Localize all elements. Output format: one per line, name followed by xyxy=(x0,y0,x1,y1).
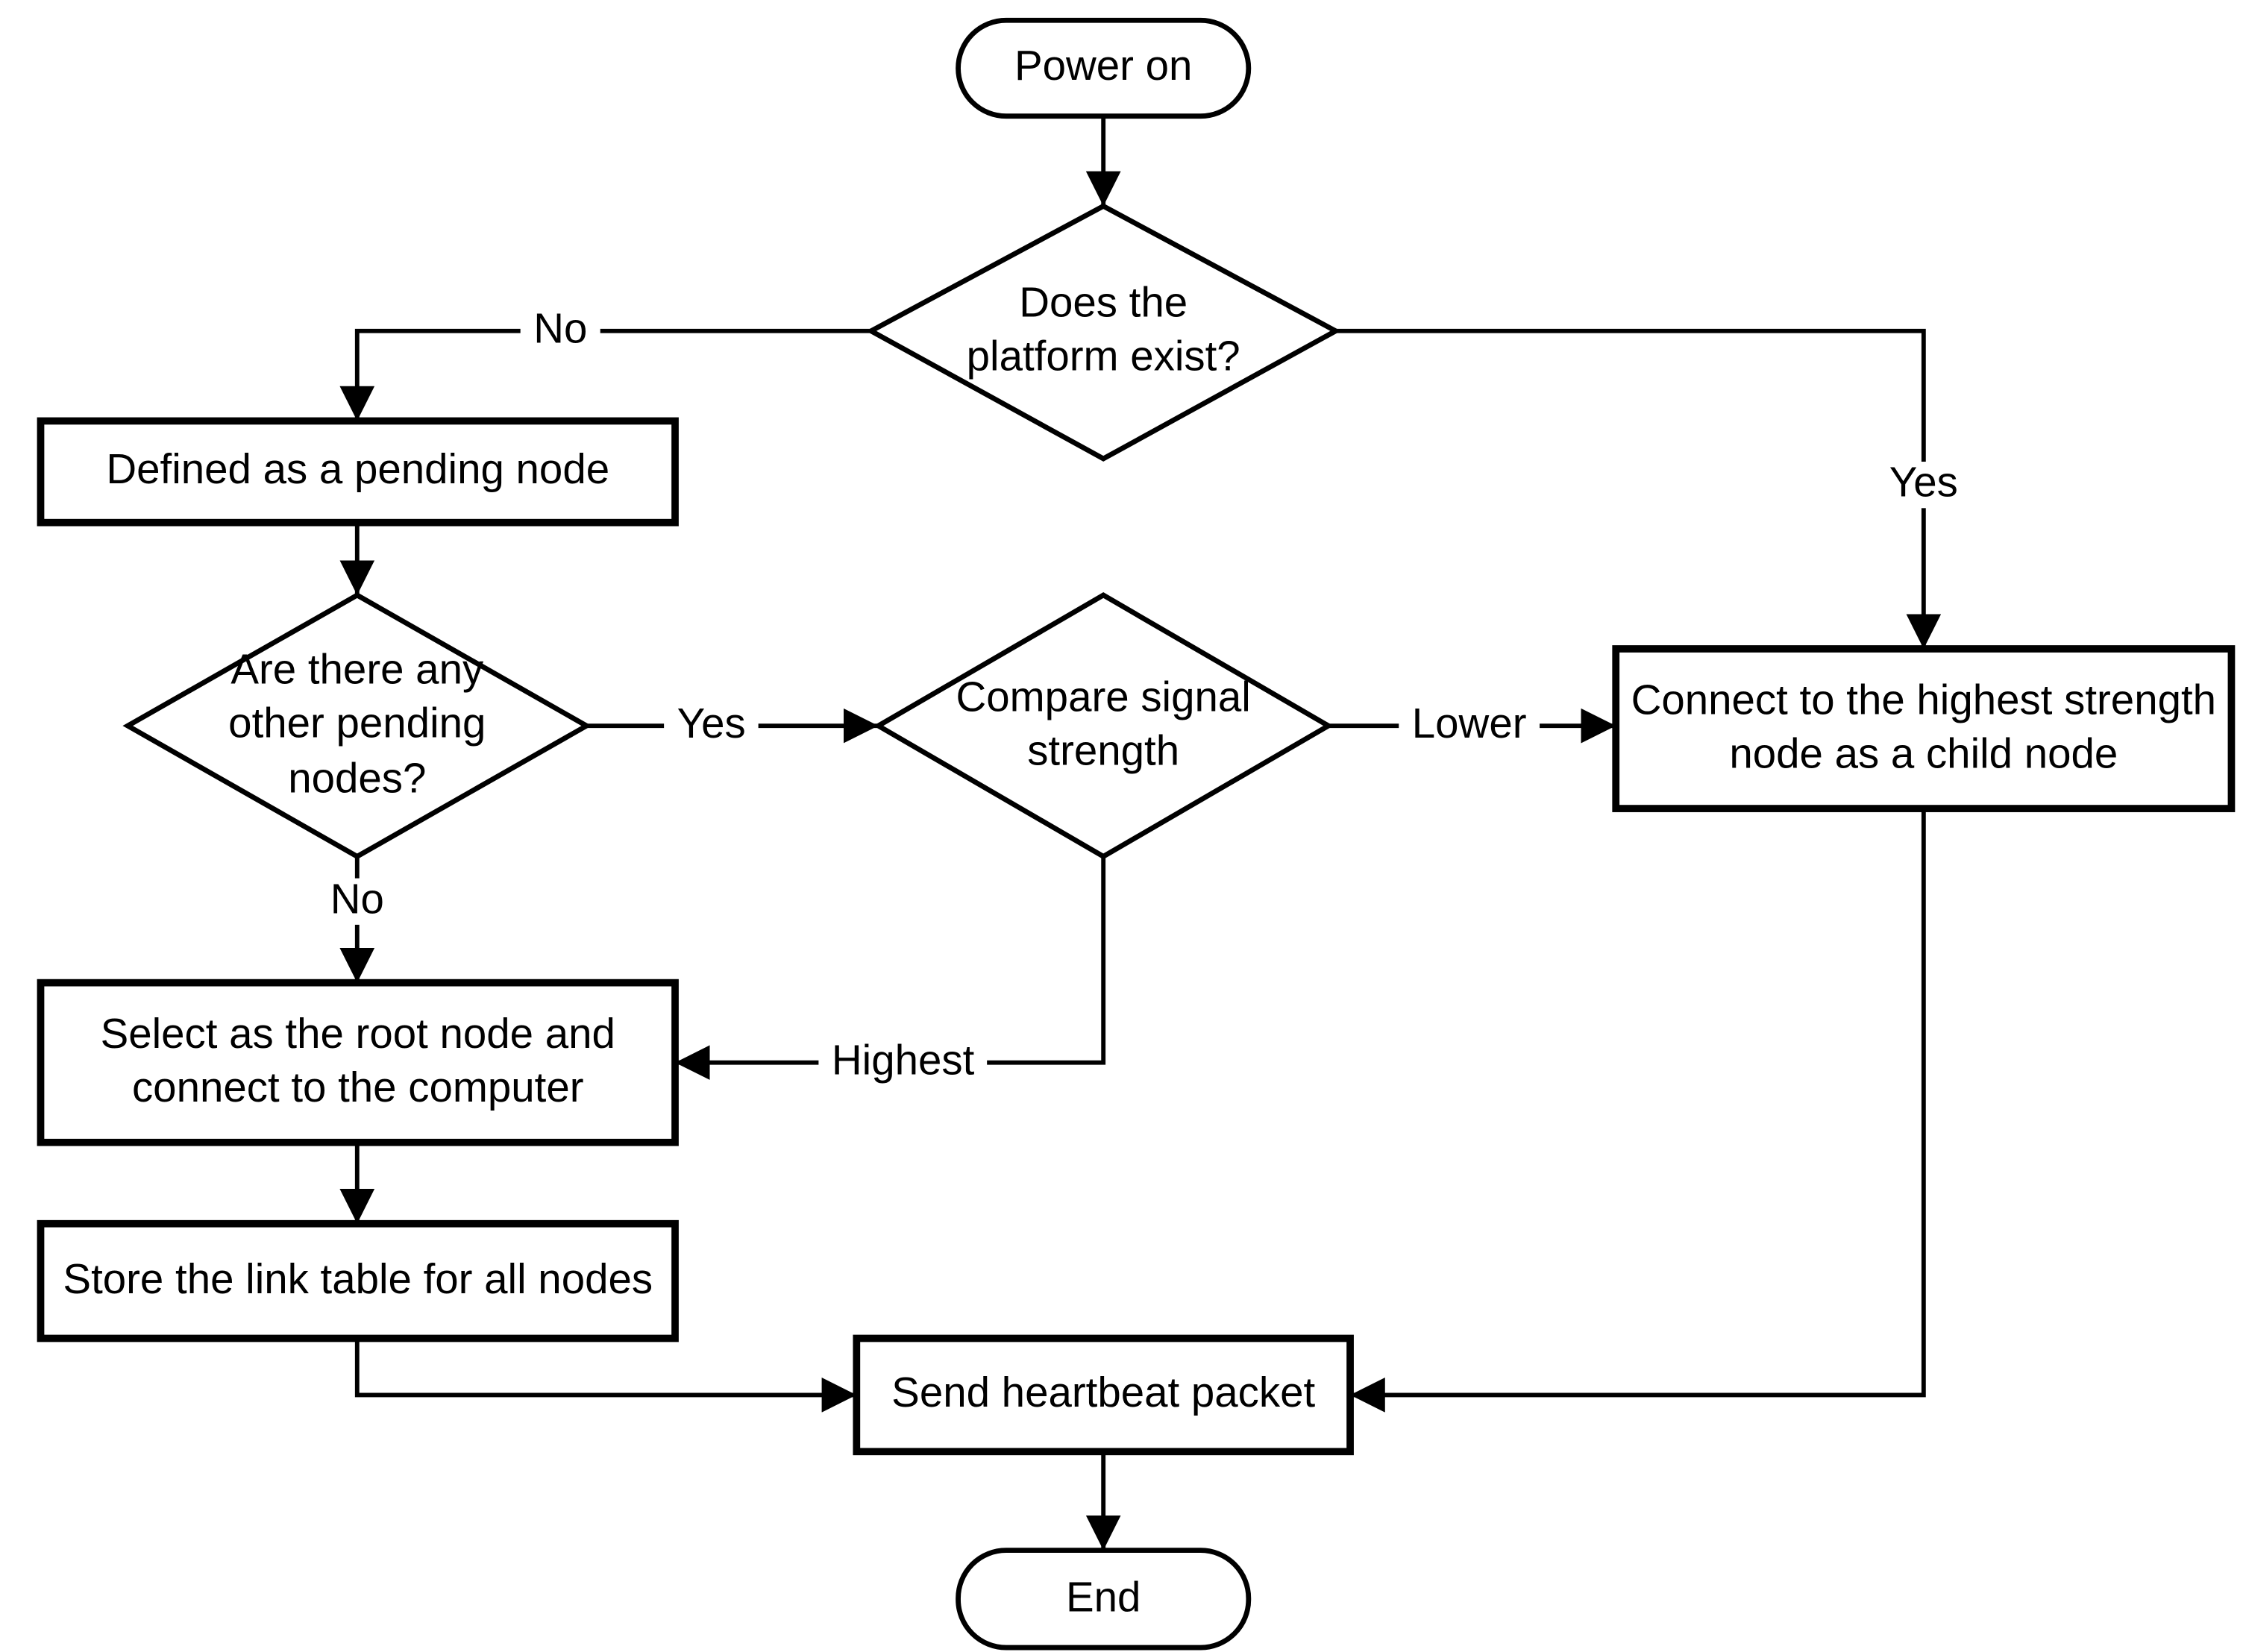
node-send-heartbeat: Send heartbeat packet xyxy=(891,1371,1316,1418)
process-shape-connect-highest xyxy=(1612,645,2236,812)
process-shape-select-root xyxy=(37,979,679,1146)
process-shape-store-link xyxy=(37,1219,679,1342)
edge-label-otherpending-no: No xyxy=(317,877,398,925)
node-platform-exists-decision: Does the platform exist? xyxy=(966,280,1240,380)
terminator-shape-end xyxy=(956,1548,1252,1651)
terminator-shape-power-on xyxy=(956,17,1252,119)
decision-shape-other-pending xyxy=(122,592,592,860)
node-pending-node: Defined as a pending node xyxy=(106,447,610,494)
edge-connect-to-heartbeat xyxy=(1350,808,1926,1413)
decision-shape-platform-exists xyxy=(865,203,1341,462)
node-store-link: Store the link table for all nodes xyxy=(63,1257,653,1304)
edge-label-compare-highest: Highest xyxy=(818,1038,988,1086)
node-select-root: Select as the root node and connect to t… xyxy=(100,1011,615,1112)
edge-platform-no-to-pending xyxy=(339,328,871,421)
edge-label-platform-no: No xyxy=(520,307,600,354)
process-shape-pending-node xyxy=(37,417,679,527)
edge-compare-highest-to-select xyxy=(675,856,1106,1081)
node-end: End xyxy=(1065,1574,1141,1621)
node-connect-highest: Connect to the highest strength node as … xyxy=(1631,677,2217,779)
edge-store-to-heartbeat xyxy=(354,1338,857,1413)
decision-shape-compare-signal xyxy=(873,592,1334,860)
edge-label-otherpending-yes: Yes xyxy=(664,701,759,750)
edge-label-platform-yes: Yes xyxy=(1876,460,1971,509)
node-other-pending-decision: Are there any other pending nodes? xyxy=(228,647,486,803)
node-compare-signal-decision: Compare signal strength xyxy=(956,674,1251,776)
process-shape-send-heartbeat xyxy=(853,1334,1354,1456)
edge-label-compare-lower: Lower xyxy=(1399,701,1540,750)
node-power-on: Power on xyxy=(1014,44,1193,91)
edge-platform-yes-to-connect xyxy=(1335,328,1942,649)
